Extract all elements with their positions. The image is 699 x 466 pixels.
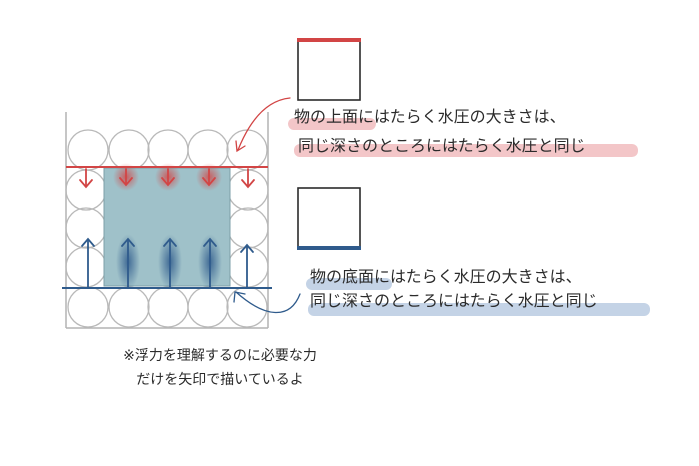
top-pressure-arrows [79, 168, 255, 189]
water-particle [65, 246, 107, 288]
water-particle [67, 286, 109, 328]
top-callout-line2: 同じ深さのところにはたらく水圧と同じ [298, 136, 586, 155]
top-callout-highlight-1 [288, 118, 376, 130]
down-arrow-icon [79, 168, 93, 189]
water-particle [227, 207, 269, 249]
bottom-callout-pointer [233, 291, 301, 314]
up-arrow-icon [203, 237, 217, 289]
water-particle [227, 246, 269, 288]
water-particle [187, 286, 229, 328]
down-arrow-icon [161, 168, 175, 187]
top-callout-pointer [235, 97, 291, 153]
up-arrow-icon [240, 243, 254, 289]
water-particle [67, 129, 109, 171]
up-arrow-icon [81, 237, 95, 289]
top-callout-line1: 物の上面にはたらく水圧の大きさは、 [294, 107, 566, 126]
bottom-callout-highlight-1 [306, 278, 392, 290]
water-container [65, 112, 269, 329]
bottom-pressure-arrows [81, 237, 254, 289]
bottom-callout-line1: 物の底面にはたらく水圧の大きさは、 [310, 267, 582, 286]
note-line2: だけを矢印で描いているよ [136, 372, 304, 388]
water-particle [147, 286, 189, 328]
down-arrow-icon [241, 168, 255, 189]
up-arrow-icon [121, 237, 135, 289]
note-line1: ※浮力を理解するのに必要な力 [123, 348, 317, 364]
bottom-callout-line2: 同じ深さのところにはたらく水圧と同じ [310, 291, 598, 310]
down-arrow-icon [202, 168, 216, 187]
down-arrow-icon [119, 168, 133, 187]
top-face-box [297, 39, 361, 101]
bottom-callout-highlight-2 [308, 303, 650, 316]
water-particle [226, 286, 268, 328]
up-arrow-icon [163, 237, 177, 289]
water-particle [226, 129, 268, 171]
bottom-face-box [297, 187, 361, 249]
water-particle [108, 286, 150, 328]
top-callout-highlight-2 [294, 144, 638, 157]
